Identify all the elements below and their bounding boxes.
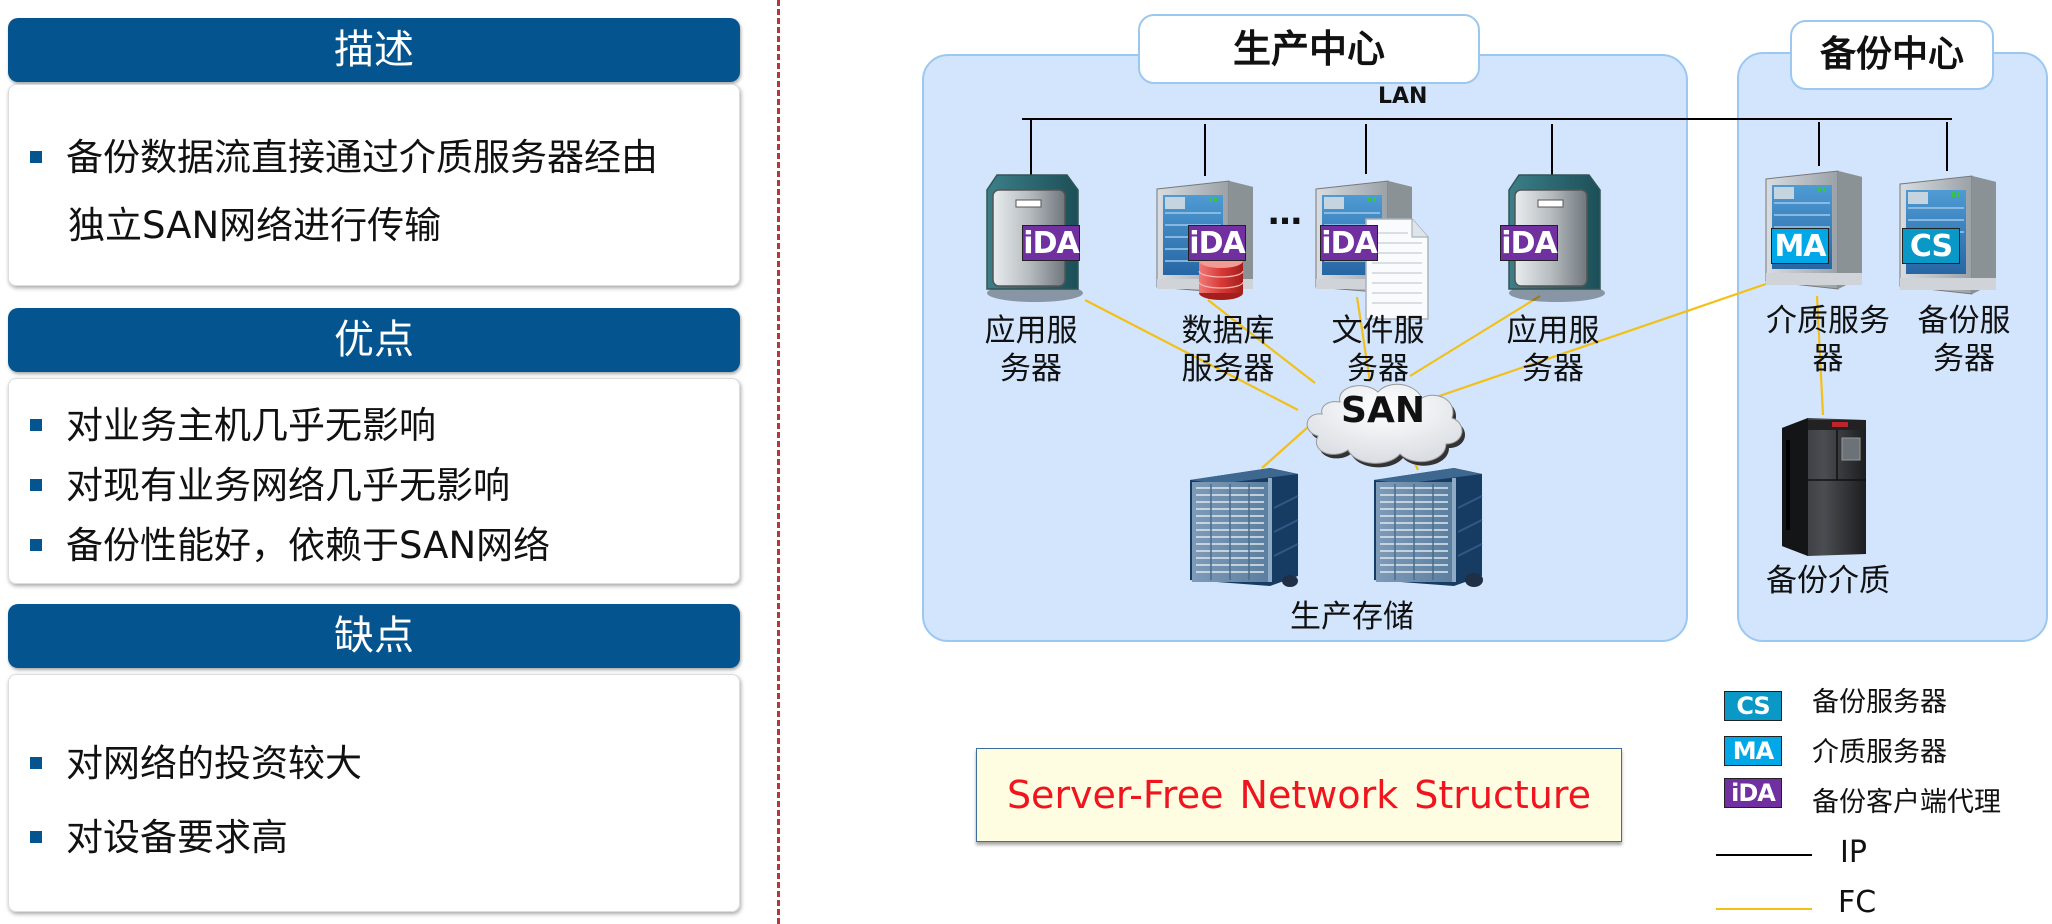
advantage-text: 备份性能好，依赖于SAN网络 xyxy=(66,524,551,567)
ida-badge: iDA xyxy=(1500,225,1558,261)
backup-server-label: 备份服 务器 xyxy=(1908,302,2020,378)
fc-link-ma xyxy=(1415,271,1799,406)
label-line: 备份服 xyxy=(1917,303,2011,339)
bullet-square-icon xyxy=(30,150,42,163)
ida-badge: iDA xyxy=(1022,225,1080,261)
legend-cs-text: 备份服务器 xyxy=(1812,687,1947,718)
label-line: 务器 xyxy=(1000,351,1062,387)
production-center-zone xyxy=(922,54,1688,642)
legend-fc-text: FC xyxy=(1838,885,1877,920)
label-line: 数据库 xyxy=(1181,313,1275,349)
server-free-caption: Server-Free Network Structure xyxy=(976,748,1622,842)
disadvantage-item: 对网络的投资较大 xyxy=(30,742,362,786)
disadvantage-item: 对设备要求高 xyxy=(30,816,288,860)
legend-ma-badge: MA xyxy=(1724,736,1782,766)
advantages-body: 对业务主机几乎无影响 对现有业务网络几乎无影响 备份性能好，依赖于SAN网络 xyxy=(8,378,740,584)
more-servers-ellipsis: … xyxy=(1268,193,1302,233)
ida-badge: iDA xyxy=(1188,225,1246,261)
fc-link-storage1 xyxy=(1261,426,1309,469)
database-cylinder-icon xyxy=(1198,254,1244,300)
bullet-square-icon xyxy=(30,830,42,843)
advantage-item: 备份性能好，依赖于SAN网络 xyxy=(30,524,550,568)
bullet-square-icon xyxy=(30,756,42,769)
disadvantages-header: 缺点 xyxy=(8,604,740,668)
label-line: 服务器 xyxy=(1181,351,1275,387)
file-server-label: 文件服 务器 xyxy=(1322,312,1434,388)
db-server-label: 数据库 服务器 xyxy=(1172,312,1284,388)
fc-link-file xyxy=(1355,296,1372,383)
legend-ip-text: IP xyxy=(1840,835,1867,870)
label-line: 务器 xyxy=(1347,351,1409,387)
ida-badge: iDA xyxy=(1320,225,1378,261)
description-text-2: 独立SAN网络进行传输 xyxy=(68,204,442,247)
label-line: 器 xyxy=(1812,341,1844,377)
disadvantage-text: 对设备要求高 xyxy=(66,816,288,859)
legend-cs-badge: CS xyxy=(1724,691,1782,721)
section-divider xyxy=(777,0,780,924)
advantage-text: 对业务主机几乎无影响 xyxy=(66,404,436,447)
label-line: 务器 xyxy=(1522,351,1584,387)
label-line: 介质服务 xyxy=(1766,303,1890,339)
storage-array-icon xyxy=(1374,468,1483,587)
advantage-item: 对现有业务网络几乎无影响 xyxy=(30,464,510,508)
label-line: 务器 xyxy=(1933,341,1995,377)
legend-ip-line xyxy=(1716,854,1812,856)
san-cloud-icon xyxy=(1306,383,1466,468)
bullet-square-icon xyxy=(30,418,42,431)
label-line: 应用服 xyxy=(984,313,1078,349)
ma-badge: MA xyxy=(1771,228,1829,264)
legend-fc-line xyxy=(1716,908,1812,910)
production-storage-label: 生产存储 xyxy=(1290,599,1414,635)
fc-link-tape xyxy=(1815,295,1825,416)
bullet-square-icon xyxy=(30,538,42,551)
app-server-2-label: 应用服 务器 xyxy=(1497,312,1609,388)
legend-ida-text: 备份客户端代理 xyxy=(1812,787,2001,818)
legend-ma-text: 介质服务器 xyxy=(1812,737,1947,768)
backup-media-label: 备份介质 xyxy=(1766,563,1890,599)
advantages-header: 优点 xyxy=(8,308,740,372)
legend-ida-badge: iDA xyxy=(1724,778,1782,808)
description-bullet: 备份数据流直接通过介质服务器经由 xyxy=(30,136,658,180)
fc-link-app2 xyxy=(1409,295,1541,377)
disadvantages-body: 对网络的投资较大 对设备要求高 xyxy=(8,674,740,912)
fc-link-db xyxy=(1207,299,1316,384)
advantage-text: 对现有业务网络几乎无影响 xyxy=(66,464,510,507)
bullet-square-icon xyxy=(30,478,42,491)
description-header: 描述 xyxy=(8,18,740,82)
label-line: 应用服 xyxy=(1506,313,1600,349)
production-center-title: 生产中心 xyxy=(1138,14,1480,84)
app-server-1-label: 应用服 务器 xyxy=(975,312,1087,388)
description-text-1: 备份数据流直接通过介质服务器经由 xyxy=(66,136,658,179)
disadvantage-text: 对网络的投资较大 xyxy=(66,742,362,785)
media-server-label: 介质服务 器 xyxy=(1758,302,1898,378)
advantage-item: 对业务主机几乎无影响 xyxy=(30,404,436,448)
storage-array-icon xyxy=(1190,468,1299,587)
description-body: 备份数据流直接通过介质服务器经由 独立SAN网络进行传输 xyxy=(8,84,740,286)
tape-library-icon xyxy=(1782,418,1866,556)
cs-badge: CS xyxy=(1902,228,1960,264)
label-line: 文件服 xyxy=(1331,313,1425,349)
san-label: SAN xyxy=(1341,390,1425,431)
backup-center-title: 备份中心 xyxy=(1790,20,1994,90)
lan-label: LAN xyxy=(1378,84,1428,109)
fc-link-app1 xyxy=(1084,299,1299,411)
document-icon xyxy=(1365,218,1429,320)
